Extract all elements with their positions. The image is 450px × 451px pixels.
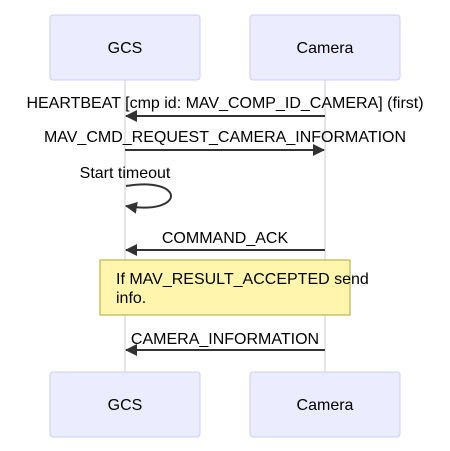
message-heartbeat: HEARTBEAT [cmp id: MAV_COMP_ID_CAMERA] (… [26,95,424,122]
camera-actor-bottom-label: Camera [297,397,354,414]
message-heartbeat-label: HEARTBEAT [cmp id: MAV_COMP_ID_CAMERA] (… [26,95,423,112]
note-line-2: info. [116,290,146,307]
message-camera-information-label: CAMERA_INFORMATION [131,331,319,348]
message-start-timeout-label: Start timeout [80,165,171,182]
camera-actor-top: Camera [249,14,401,81]
gcs-actor-bottom-label: GCS [108,397,143,414]
gcs-actor-top: GCS [49,14,201,81]
message-start-timeout-arrow [125,183,172,214]
message-request-info-label: MAV_CMD_REQUEST_CAMERA_INFORMATION [44,129,406,146]
camera-actor-top-label: Camera [297,40,354,57]
gcs-actor-bottom: GCS [49,371,201,438]
note: If MAV_RESULT_ACCEPTED send info. [99,259,369,316]
message-request-info: MAV_CMD_REQUEST_CAMERA_INFORMATION [44,129,406,156]
message-start-timeout: Start timeout [80,165,172,214]
note-line-1: If MAV_RESULT_ACCEPTED send [116,271,369,288]
message-command-ack: COMMAND_ACK [125,230,325,256]
camera-actor-bottom: Camera [249,371,401,438]
message-camera-information: CAMERA_INFORMATION [125,331,325,356]
message-command-ack-label: COMMAND_ACK [162,230,289,247]
note-box [99,259,351,316]
gcs-actor-top-label: GCS [108,40,143,57]
